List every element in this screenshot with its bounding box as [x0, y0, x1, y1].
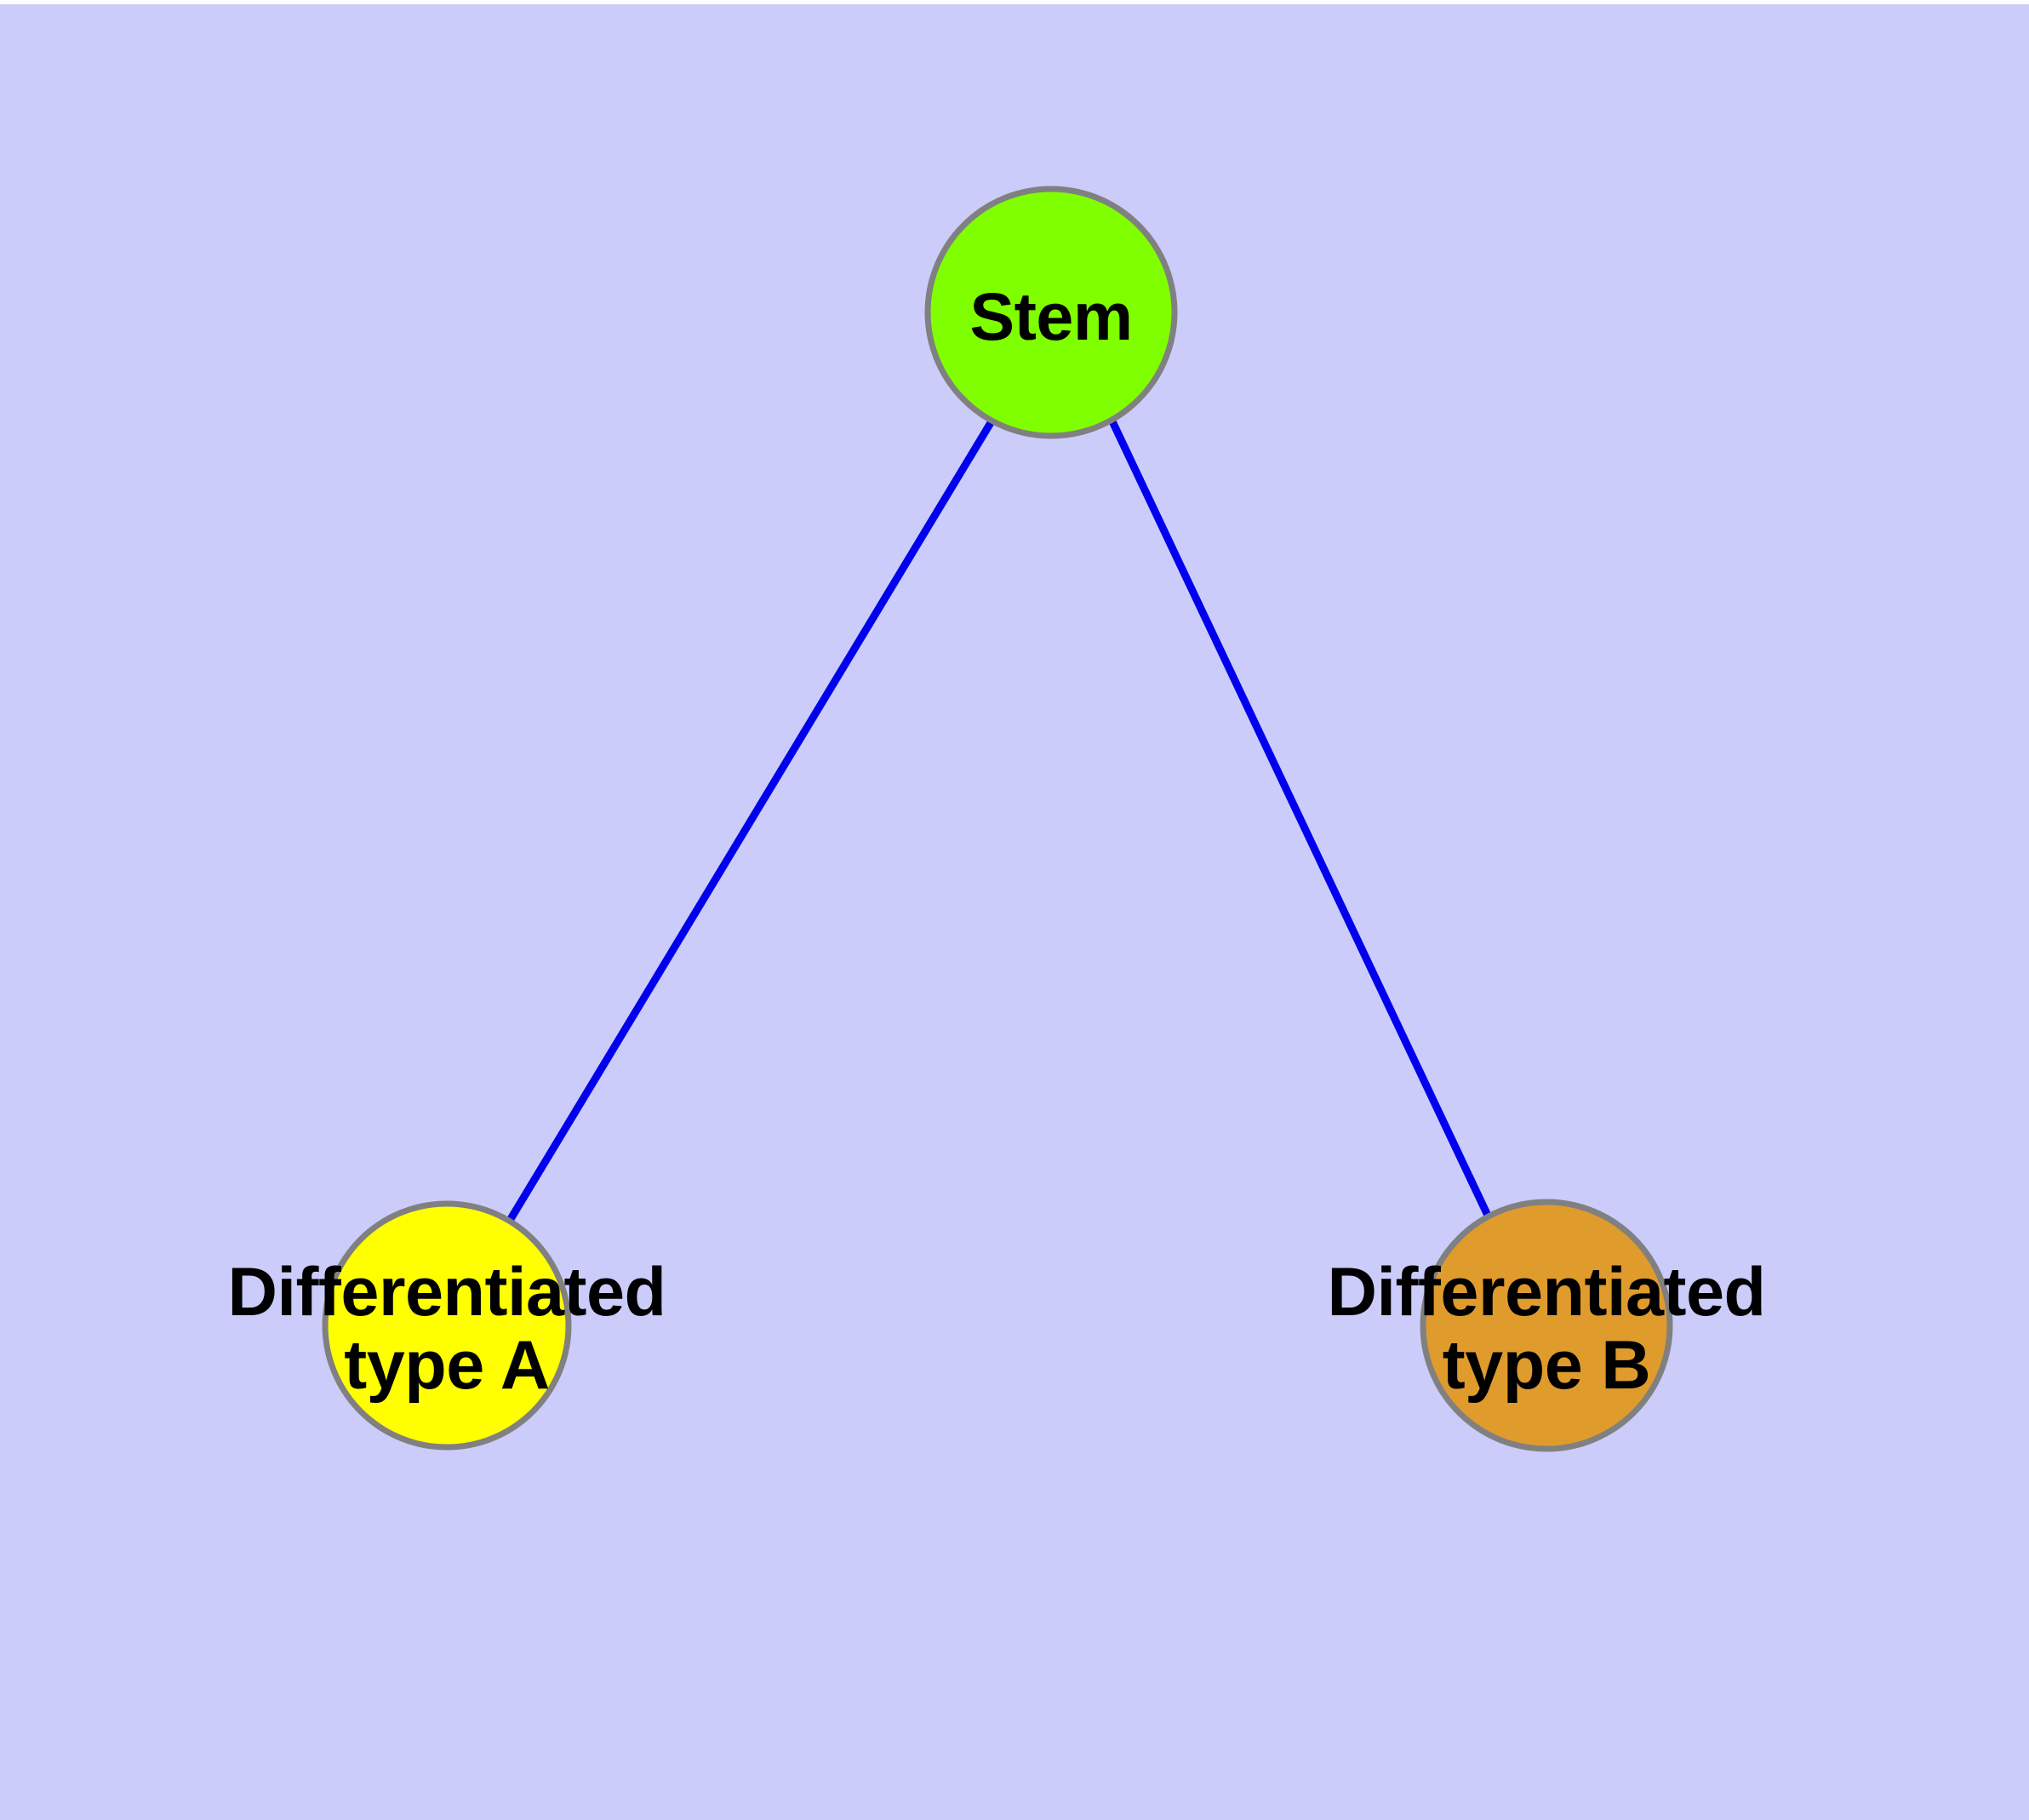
node-circle-differentiated-type-b[interactable] — [1420, 1199, 1673, 1452]
edges-layer — [507, 419, 1494, 1222]
node-circle-differentiated-type-a[interactable] — [322, 1200, 572, 1451]
edge-stem-to-differentiated-type-b[interactable] — [1108, 420, 1494, 1221]
edge-stem-to-differentiated-type-a[interactable] — [507, 419, 995, 1222]
node-circle-stem[interactable] — [924, 186, 1178, 439]
nodes-layer — [322, 186, 1673, 1452]
